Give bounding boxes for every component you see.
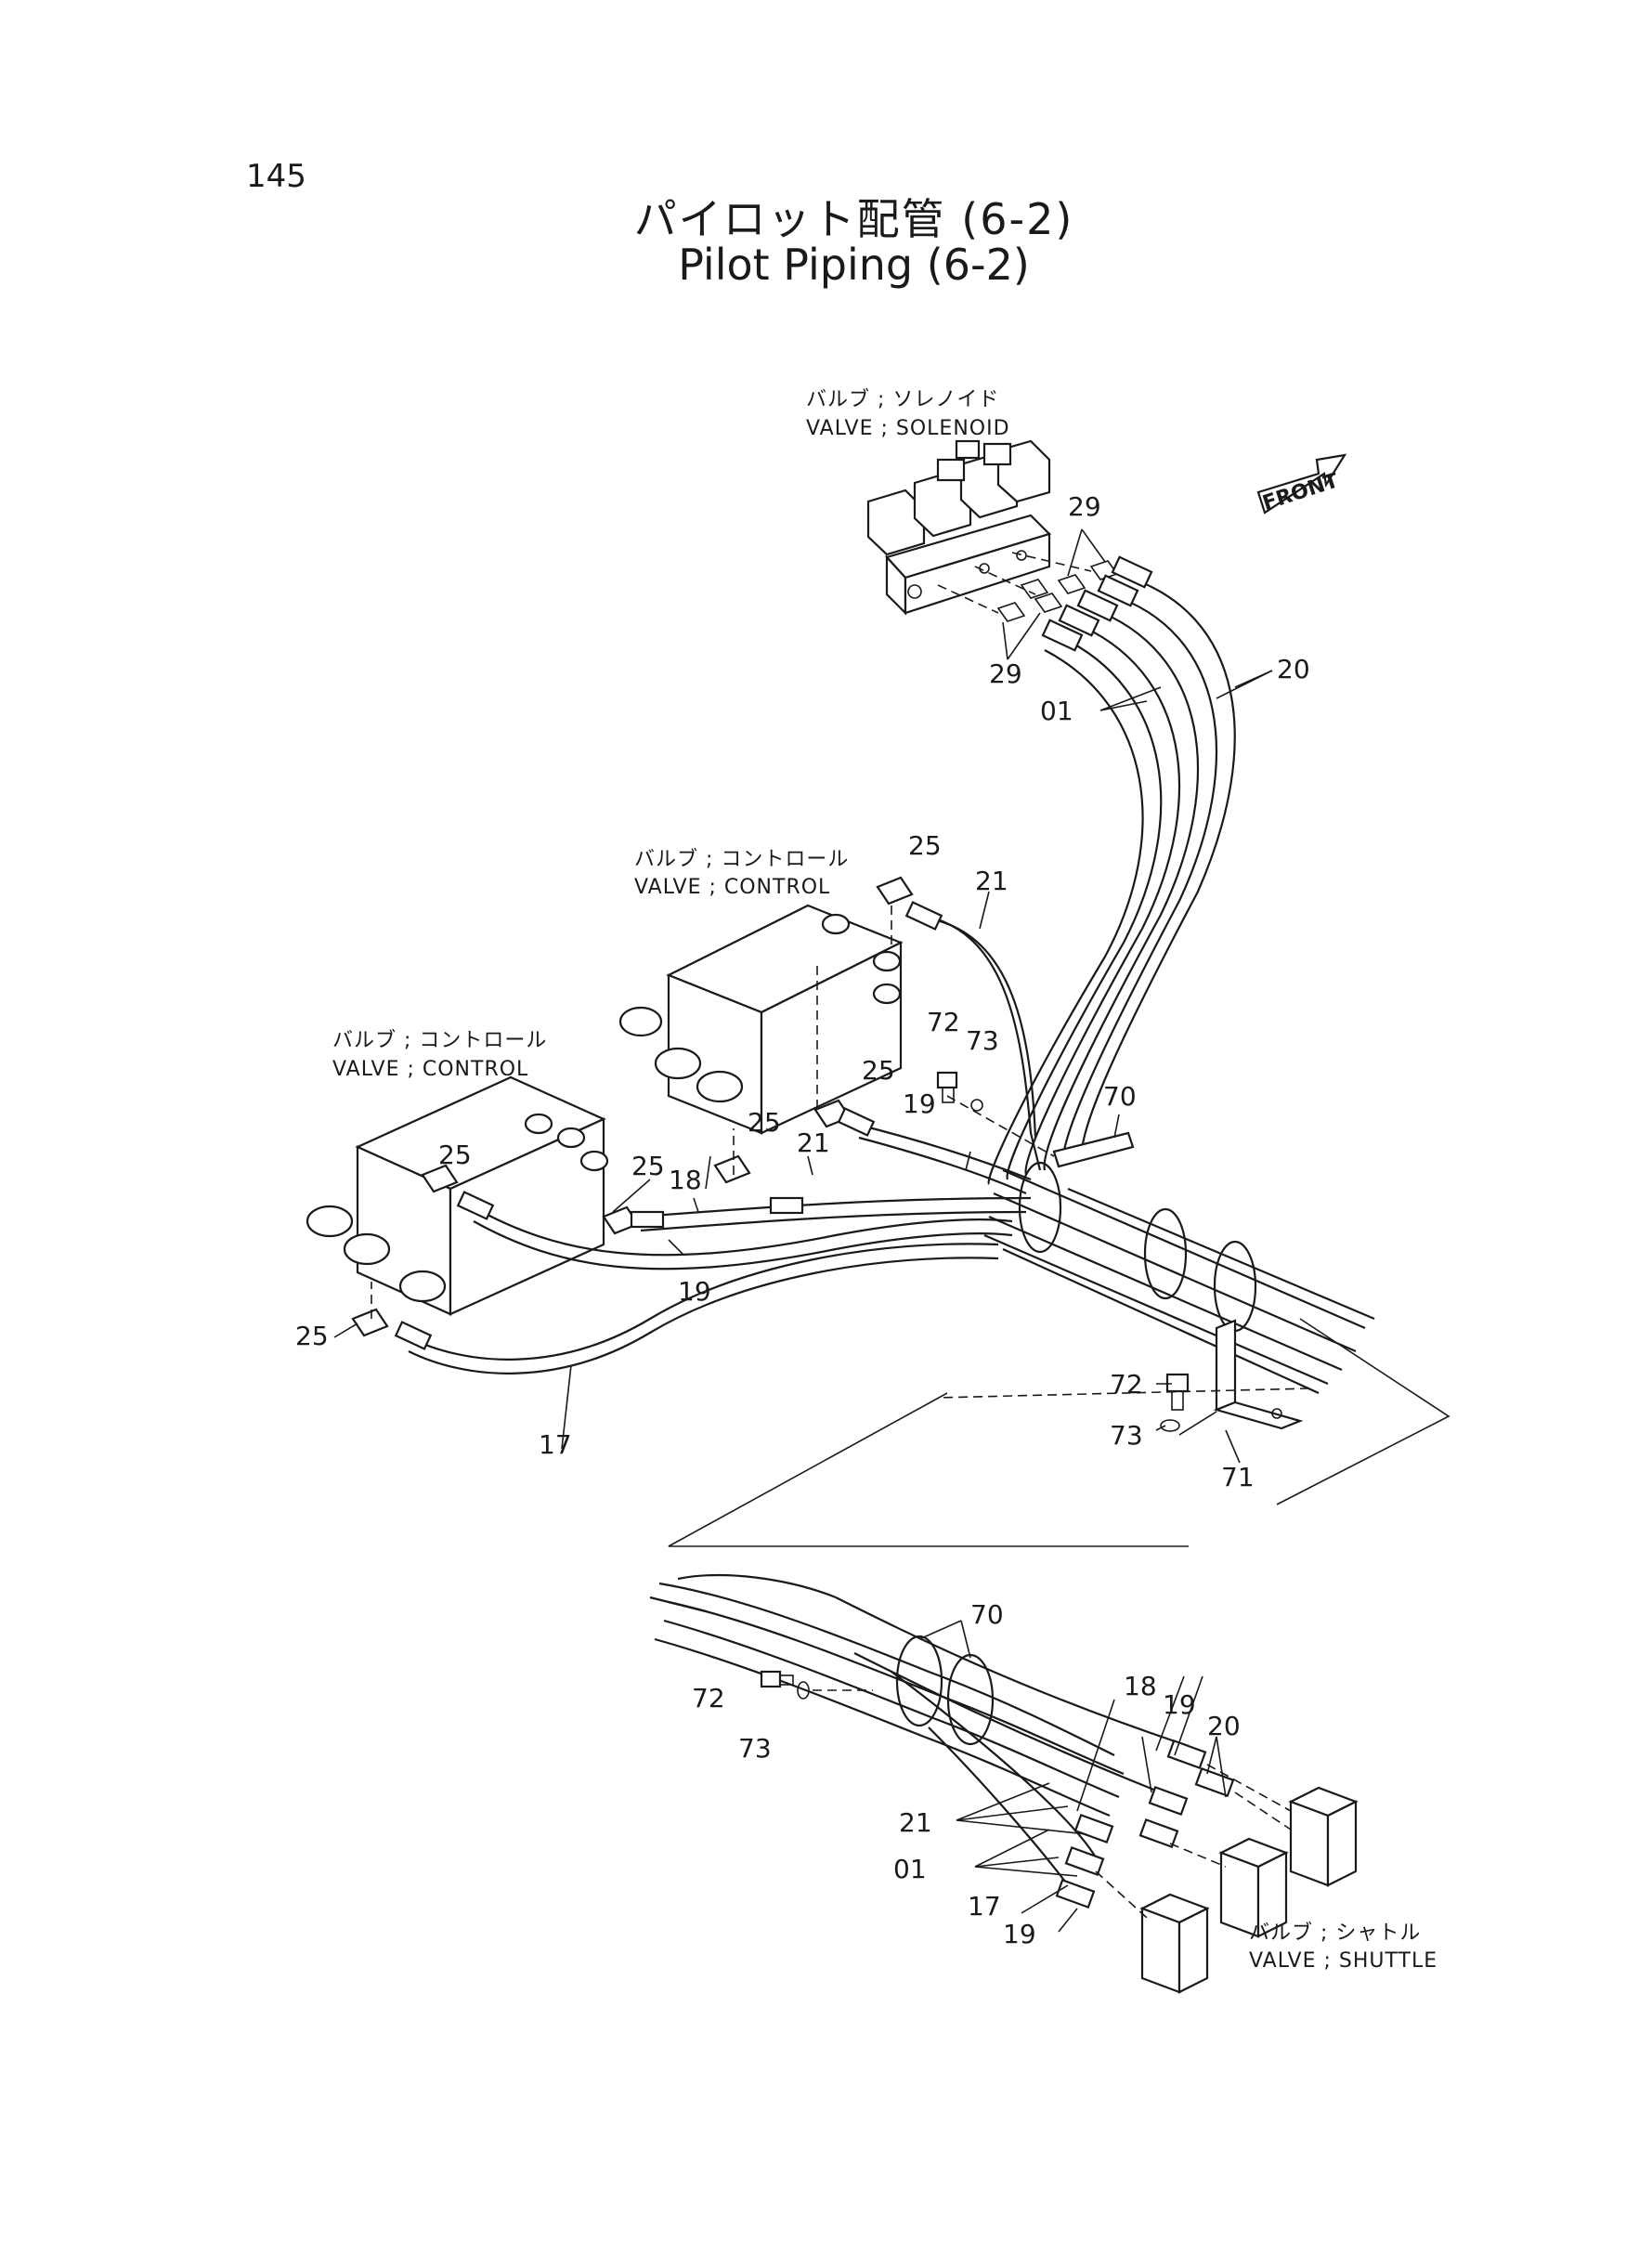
callout-73: 73 [738,1733,772,1764]
callout-25: 25 [295,1321,329,1351]
callout-20: 20 [1277,654,1310,684]
callout-21: 21 [797,1127,830,1158]
callout-72: 72 [927,1007,960,1037]
callout-25: 25 [862,1055,895,1086]
callout-29: 29 [989,658,1022,689]
callout-25: 25 [908,830,942,861]
label-control-upper-jp: バルブ ; コントロール [634,848,849,871]
bracket-part-71 [1178,1319,1304,1436]
front-label: FRONT [1260,469,1342,515]
part-callouts: 29 29 20 01 25 21 72 73 25 70 19 25 25 2… [295,491,1310,1949]
callout-72: 72 [1110,1369,1143,1400]
bundle-clamps-lower [895,1635,995,1746]
callout-25: 25 [631,1151,665,1181]
callout-19: 19 [1163,1689,1196,1720]
callout-21: 21 [899,1807,932,1838]
callout-25: 25 [748,1107,781,1138]
leader-lines [333,528,1273,1933]
fittings-upper-control [713,876,914,1184]
label-shuttle-jp: バルブ ; シャトル [1249,1922,1421,1945]
callout-20: 20 [1207,1711,1241,1741]
callout-72: 72 [692,1683,725,1713]
front-arrow: FRONT [1256,453,1347,515]
callout-17: 17 [539,1429,572,1460]
callout-25: 25 [438,1140,472,1170]
callout-73: 73 [966,1025,999,1056]
label-control-lower-jp: バルブ ; コントロール [332,1029,547,1052]
hose-fittings-control [394,901,943,1350]
clamp-part-70 [946,1095,1135,1168]
bundle-clamps-middle [1018,1161,1257,1333]
bolt-72-middle [1160,1373,1190,1432]
label-solenoid-en: VALVE ; SOLENOID [806,417,1010,440]
callout-70: 70 [970,1599,1004,1630]
callout-19: 19 [903,1088,936,1119]
callout-21: 21 [975,866,1008,896]
callout-29: 29 [1068,491,1101,522]
callout-01: 01 [1040,696,1073,726]
callout-17: 17 [968,1891,1001,1922]
hose-fittings-lower [1055,1739,1235,1909]
component-labels: バルブ ; ソレノイド VALVE ; SOLENOID バルブ ; コントロー… [332,388,1437,1973]
page-title-japanese: パイロット配管 (6-2) [633,194,1074,244]
hose-bundle-upper [987,574,1236,1185]
bolt-72-upper [936,1071,983,1112]
callout-18: 18 [669,1165,702,1195]
callout-73: 73 [1110,1420,1143,1451]
section-cut-plane [668,1318,1450,1547]
callout-19: 19 [1003,1919,1036,1949]
label-control-upper-en: VALVE ; CONTROL [634,876,830,899]
hose-bundle-middle [983,1168,1375,1395]
callout-70: 70 [1103,1081,1137,1112]
shuttle-valves [1095,1764,1359,1994]
label-solenoid-jp: バルブ ; ソレノイド [806,388,999,411]
fittings-lower-control [351,1164,640,1337]
hoses-control [408,913,1042,1375]
control-valve-upper [618,904,904,1135]
page-number: 145 [246,158,306,195]
hose-end-fittings-upper [1041,555,1153,652]
callout-71: 71 [1221,1462,1255,1492]
callout-19: 19 [678,1276,711,1307]
hose-bundle-lower [649,1573,1190,1886]
bolt-72-lower [760,1670,873,1700]
page-title-english: Pilot Piping (6-2) [678,240,1030,290]
control-valve-lower [306,1075,609,1316]
solenoid-valve-block [866,439,1052,616]
callout-01: 01 [893,1854,927,1884]
label-control-lower-en: VALVE ; CONTROL [332,1058,528,1081]
callout-18: 18 [1124,1671,1157,1701]
label-shuttle-en: VALVE ; SHUTTLE [1249,1949,1437,1973]
